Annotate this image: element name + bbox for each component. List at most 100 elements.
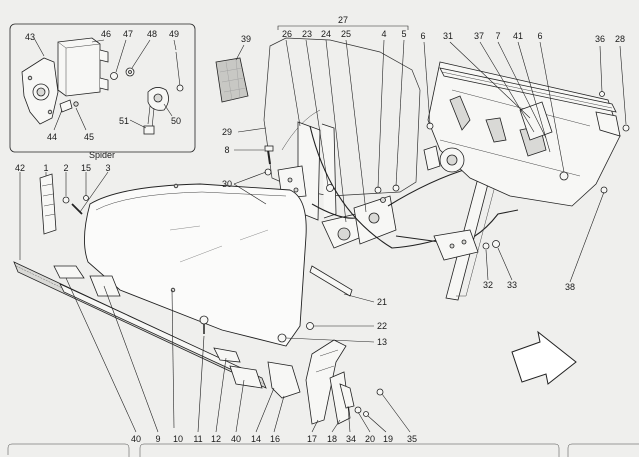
guide-bracket	[433, 229, 479, 261]
label-7: 7	[495, 31, 500, 41]
block-40a	[53, 265, 85, 279]
screw-36	[599, 91, 605, 97]
washer-30a	[264, 168, 272, 176]
part-34	[339, 383, 355, 409]
label-12: 12	[211, 434, 221, 444]
bottom-frame-right	[567, 443, 639, 457]
bolt-8-head	[264, 145, 274, 152]
connector-51	[143, 125, 155, 135]
label-8: 8	[224, 145, 229, 155]
label-6a: 6	[420, 31, 425, 41]
glass-pin	[173, 183, 179, 189]
lead-51	[129, 119, 147, 129]
glass-reflections	[169, 225, 269, 263]
label-32: 32	[483, 280, 493, 290]
label-11: 11	[193, 434, 202, 444]
screw-49	[176, 84, 184, 92]
clip-11	[199, 315, 209, 325]
screw-6b	[559, 171, 569, 181]
label-46: 46	[101, 29, 111, 39]
lead-26	[285, 39, 301, 127]
lead-16	[273, 395, 285, 433]
fastener-23	[326, 184, 334, 192]
bracket-18	[329, 371, 351, 425]
label-45: 45	[84, 132, 94, 142]
regulator-cable	[311, 203, 357, 219]
rail-endcap	[595, 111, 621, 137]
bracket-17	[305, 339, 347, 425]
lead-30	[233, 171, 267, 205]
slider-bolt	[287, 177, 293, 183]
glass-fastener-13	[277, 333, 287, 343]
label-20: 20	[365, 434, 375, 444]
frame-motor-hub	[446, 154, 458, 166]
lead-4	[377, 39, 385, 189]
group-bracket-27	[277, 25, 409, 30]
lead-11	[197, 335, 205, 433]
label-13: 13	[377, 337, 387, 347]
lead-13	[285, 337, 375, 343]
regulator-cable	[309, 125, 451, 249]
lead-39	[235, 44, 245, 61]
lead-31	[449, 41, 531, 119]
label-9: 9	[155, 434, 160, 444]
top-rail-line	[441, 71, 613, 109]
label-10: 10	[173, 434, 183, 444]
label-2: 2	[63, 163, 68, 173]
lead-20	[357, 411, 371, 433]
bracket-16	[267, 361, 301, 399]
label-40a: 40	[131, 434, 141, 444]
glass-fastener-22	[306, 322, 314, 330]
nut-47	[110, 72, 118, 80]
lead-38	[569, 191, 605, 283]
lead-40b	[235, 379, 245, 433]
label-1: 1	[43, 163, 48, 173]
lead-17	[311, 419, 319, 433]
label-31: 31	[443, 31, 453, 41]
lower-center-brackets	[305, 339, 384, 425]
bolt-32	[482, 242, 490, 250]
leader-lines	[19, 39, 627, 433]
label-40b: 40	[231, 434, 241, 444]
screw-49-shaft	[175, 51, 181, 87]
spacer-12	[213, 347, 241, 363]
switch-knob	[153, 93, 163, 103]
motor-hub	[337, 227, 351, 241]
label-35: 35	[407, 434, 417, 444]
control-unit-box	[57, 37, 101, 97]
lead-50	[163, 103, 173, 117]
lead-18	[331, 419, 341, 433]
label-18: 18	[327, 434, 337, 444]
lead-12	[215, 357, 227, 433]
label-15: 15	[81, 163, 91, 173]
bottom-frame-left	[7, 443, 130, 457]
lead-29	[237, 127, 267, 133]
lead-36	[599, 45, 603, 93]
screw-28	[622, 124, 630, 132]
screw-45	[73, 101, 79, 107]
switch-wires	[147, 105, 155, 129]
bracket-17-detail	[315, 349, 339, 373]
part-1-teeth	[41, 183, 56, 217]
lead-43	[33, 37, 45, 57]
spider-inset: 43 46 47 48 49 44 45 51 50 Spider	[9, 23, 196, 160]
slider-bolt	[293, 187, 299, 193]
lead-14	[255, 387, 275, 433]
window-glass	[84, 183, 353, 347]
lead-37	[479, 41, 535, 133]
bolt-8	[267, 149, 271, 165]
left-small-parts	[39, 173, 89, 235]
gearbox-bolt	[380, 197, 386, 203]
lead-41	[517, 41, 551, 153]
lead-45	[75, 107, 87, 131]
label-38: 38	[565, 282, 575, 292]
lead-5	[395, 39, 405, 187]
part-3	[71, 203, 83, 215]
label-25: 25	[341, 29, 351, 39]
label-27: 27	[338, 15, 348, 25]
label-51: 51	[119, 116, 129, 126]
label-3: 3	[105, 163, 110, 173]
label-5: 5	[401, 29, 406, 39]
bottom-frame-middle	[139, 443, 560, 457]
label-23: 23	[302, 29, 312, 39]
